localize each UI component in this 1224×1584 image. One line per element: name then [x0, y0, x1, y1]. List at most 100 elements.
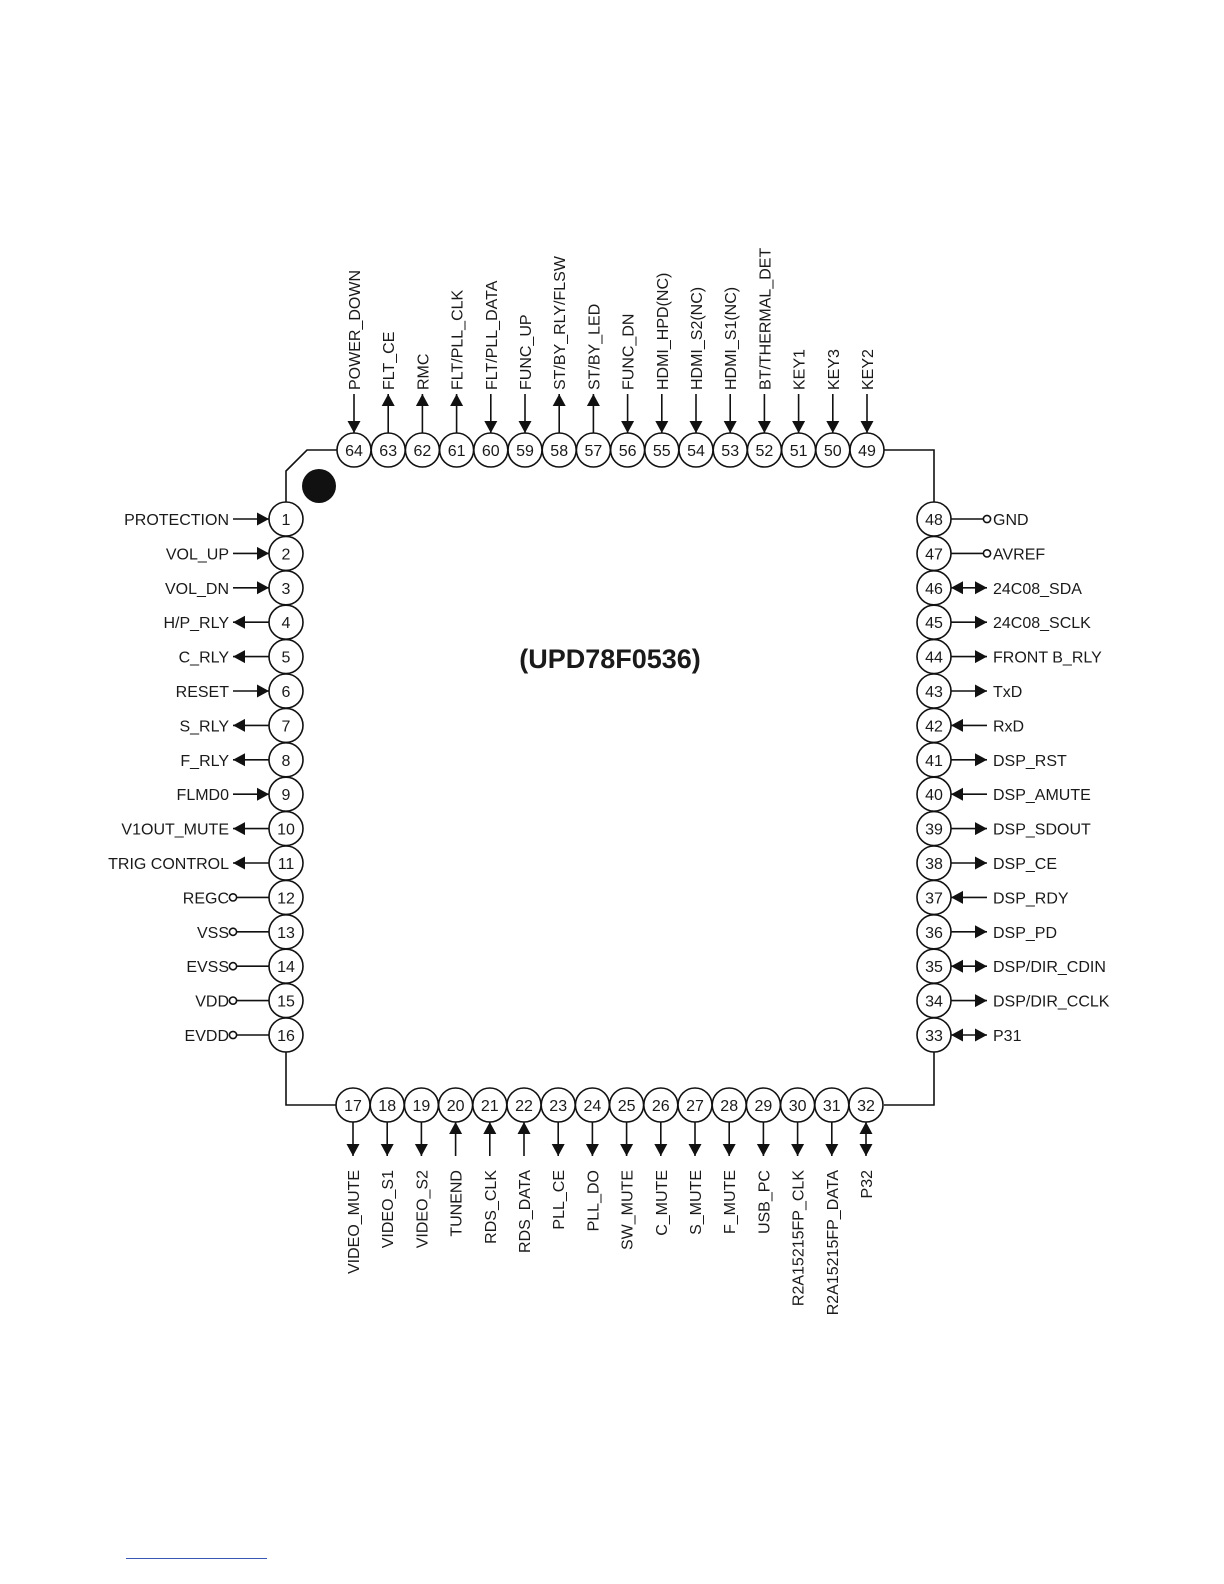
- pin-number: 36: [925, 925, 943, 942]
- pin-label: VOL_UP: [166, 546, 229, 563]
- arrow-out-icon: [381, 394, 395, 406]
- pin-number: 13: [277, 925, 295, 942]
- pin-number: 27: [686, 1098, 704, 1115]
- pin-number: 31: [823, 1098, 841, 1115]
- arrow-out-icon: [975, 581, 987, 595]
- arrow-out-icon: [975, 684, 987, 698]
- arrow-in-icon: [449, 1122, 463, 1134]
- pin-number: 44: [925, 650, 943, 667]
- pin-37: 37 DSP_RDY: [916, 879, 1069, 916]
- pin-number: 14: [277, 959, 295, 976]
- chip-outline: [285, 449, 935, 1106]
- arrow-out-icon: [233, 822, 245, 836]
- arrow-out-icon: [975, 615, 987, 629]
- open-terminal-icon: [982, 514, 992, 524]
- pin-label: HDMI_HPD(NC): [655, 273, 672, 390]
- pin-number: 54: [687, 443, 705, 460]
- pin-label: HDMI_S1(NC): [723, 287, 740, 390]
- arrow-out-icon: [975, 650, 987, 664]
- pin-13: 13 VSS: [197, 913, 304, 950]
- pin-number: 60: [482, 443, 500, 460]
- pin-number: 57: [585, 443, 603, 460]
- pin-label: VIDEO_S2: [414, 1170, 431, 1248]
- arrow-in-icon: [792, 421, 806, 433]
- arrow-out-icon: [415, 394, 429, 406]
- pin-number: 16: [277, 1028, 295, 1045]
- pin-28: 28F_MUTE: [711, 1087, 748, 1234]
- pin-number: 15: [277, 994, 295, 1011]
- pin-number: 32: [857, 1098, 875, 1115]
- pin-label: DSP_RST: [993, 753, 1067, 770]
- pin-number: 61: [448, 443, 466, 460]
- pin-label: C_RLY: [179, 650, 230, 667]
- pin-number: 51: [790, 443, 808, 460]
- arrow-out-icon: [756, 1144, 770, 1156]
- pin-label: ST/BY_LED: [586, 304, 603, 390]
- arrow-in-icon: [347, 421, 361, 433]
- pin-number: 58: [550, 443, 568, 460]
- pin-number: 11: [278, 856, 295, 873]
- pin-number: 7: [282, 718, 291, 735]
- arrow-in-icon: [723, 421, 737, 433]
- arrow-out-icon: [975, 753, 987, 767]
- pin-label: 24C08_SDA: [993, 581, 1082, 598]
- pin-label: VIDEO_MUTE: [346, 1170, 363, 1274]
- arrow-in-icon: [951, 581, 963, 595]
- pin-label: PLL_DO: [585, 1170, 602, 1231]
- pin-label: PLL_CE: [551, 1170, 568, 1230]
- arrow-in-icon: [826, 421, 840, 433]
- arrow-out-icon: [586, 394, 600, 406]
- pin-4: 4H/P_RLY: [163, 604, 304, 641]
- arrow-out-icon: [859, 1144, 873, 1156]
- arrow-out-icon: [654, 1144, 668, 1156]
- pin-number: 12: [277, 890, 295, 907]
- pin-number: 24: [584, 1098, 602, 1115]
- chip-title: (UPD78F0536): [519, 644, 701, 674]
- pin-number: 62: [414, 443, 432, 460]
- pin-label: DSP/DIR_CDIN: [993, 959, 1106, 976]
- arrow-in-icon: [951, 787, 963, 801]
- pin-label: RDS_DATA: [517, 1170, 534, 1253]
- pin-number: 52: [756, 443, 774, 460]
- pin-label: DSP_RDY: [993, 890, 1069, 907]
- pin-label: P31: [993, 1028, 1022, 1045]
- pin-57: 57 ST/BY_LED: [575, 304, 612, 468]
- footer-rule: [126, 1558, 267, 1559]
- pin-label: VIDEO_S1: [380, 1170, 397, 1248]
- pin1-marker-dot: [302, 469, 336, 503]
- pin-circle: [336, 432, 372, 468]
- pin-label: VSS: [197, 925, 229, 942]
- pin-number: 39: [925, 822, 943, 839]
- pin-number: 20: [447, 1098, 465, 1115]
- pin-label: DSP_SDOUT: [993, 822, 1091, 839]
- pin-number: 37: [925, 890, 943, 907]
- arrow-in-icon: [951, 959, 963, 973]
- arrow-out-icon: [975, 1028, 987, 1042]
- pin-39: 39 DSP_SDOUT: [916, 810, 1091, 847]
- pin-label: TxD: [993, 684, 1022, 701]
- pin-label: HDMI_S2(NC): [689, 287, 706, 390]
- pin-label: FLMD0: [177, 787, 230, 804]
- pin-label: P32: [859, 1170, 876, 1199]
- pin-label: S_MUTE: [688, 1170, 705, 1235]
- arrow-in-icon: [483, 1122, 497, 1134]
- pin-number: 9: [282, 787, 291, 804]
- pin-label: F_MUTE: [722, 1170, 739, 1234]
